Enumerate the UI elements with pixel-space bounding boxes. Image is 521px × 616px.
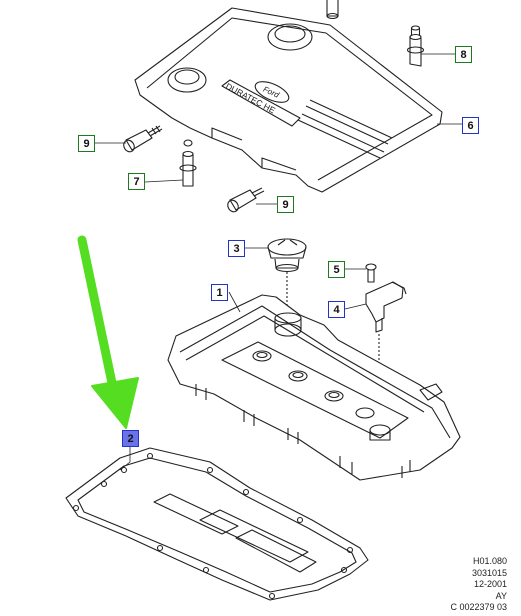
stud-7 (179, 139, 197, 187)
stud-8 (406, 25, 425, 67)
callout-8: 8 (455, 46, 472, 63)
green-arrow (77, 235, 139, 429)
callout-9-upper: 9 (78, 135, 95, 152)
reference-block: H01.080 3031015 12-2001 AY C 0022379 03 (450, 556, 507, 614)
reference-line: 12-2001 (473, 579, 507, 589)
callout-9-lower: 9 (277, 196, 294, 213)
callout-6: 6 (462, 117, 479, 134)
cylinder-head-cover (167, 294, 461, 481)
callout-2: 2 (122, 430, 139, 447)
callout-5: 5 (328, 261, 345, 278)
engine-cover: Ford DURATEC HE (134, 7, 443, 193)
reference-line: C 0022379 03 (450, 602, 507, 612)
grommet-9a (123, 125, 163, 153)
reference-line: H01.080 (472, 556, 507, 566)
callout-1: 1 (211, 284, 228, 301)
sensor-bolt (365, 263, 377, 283)
callout-4: 4 (328, 301, 345, 318)
callout-7: 7 (128, 173, 145, 190)
reference-line: 3031015 (471, 567, 507, 578)
cover-gasket (65, 447, 369, 601)
oil-filler-cap (267, 238, 307, 273)
reference-line: AY (495, 590, 507, 601)
grommet-9b (227, 187, 265, 213)
callout-3: 3 (228, 240, 245, 257)
bolt-top (326, 0, 339, 20)
camshaft-sensor (365, 281, 407, 333)
callout-leaders (94, 53, 463, 471)
